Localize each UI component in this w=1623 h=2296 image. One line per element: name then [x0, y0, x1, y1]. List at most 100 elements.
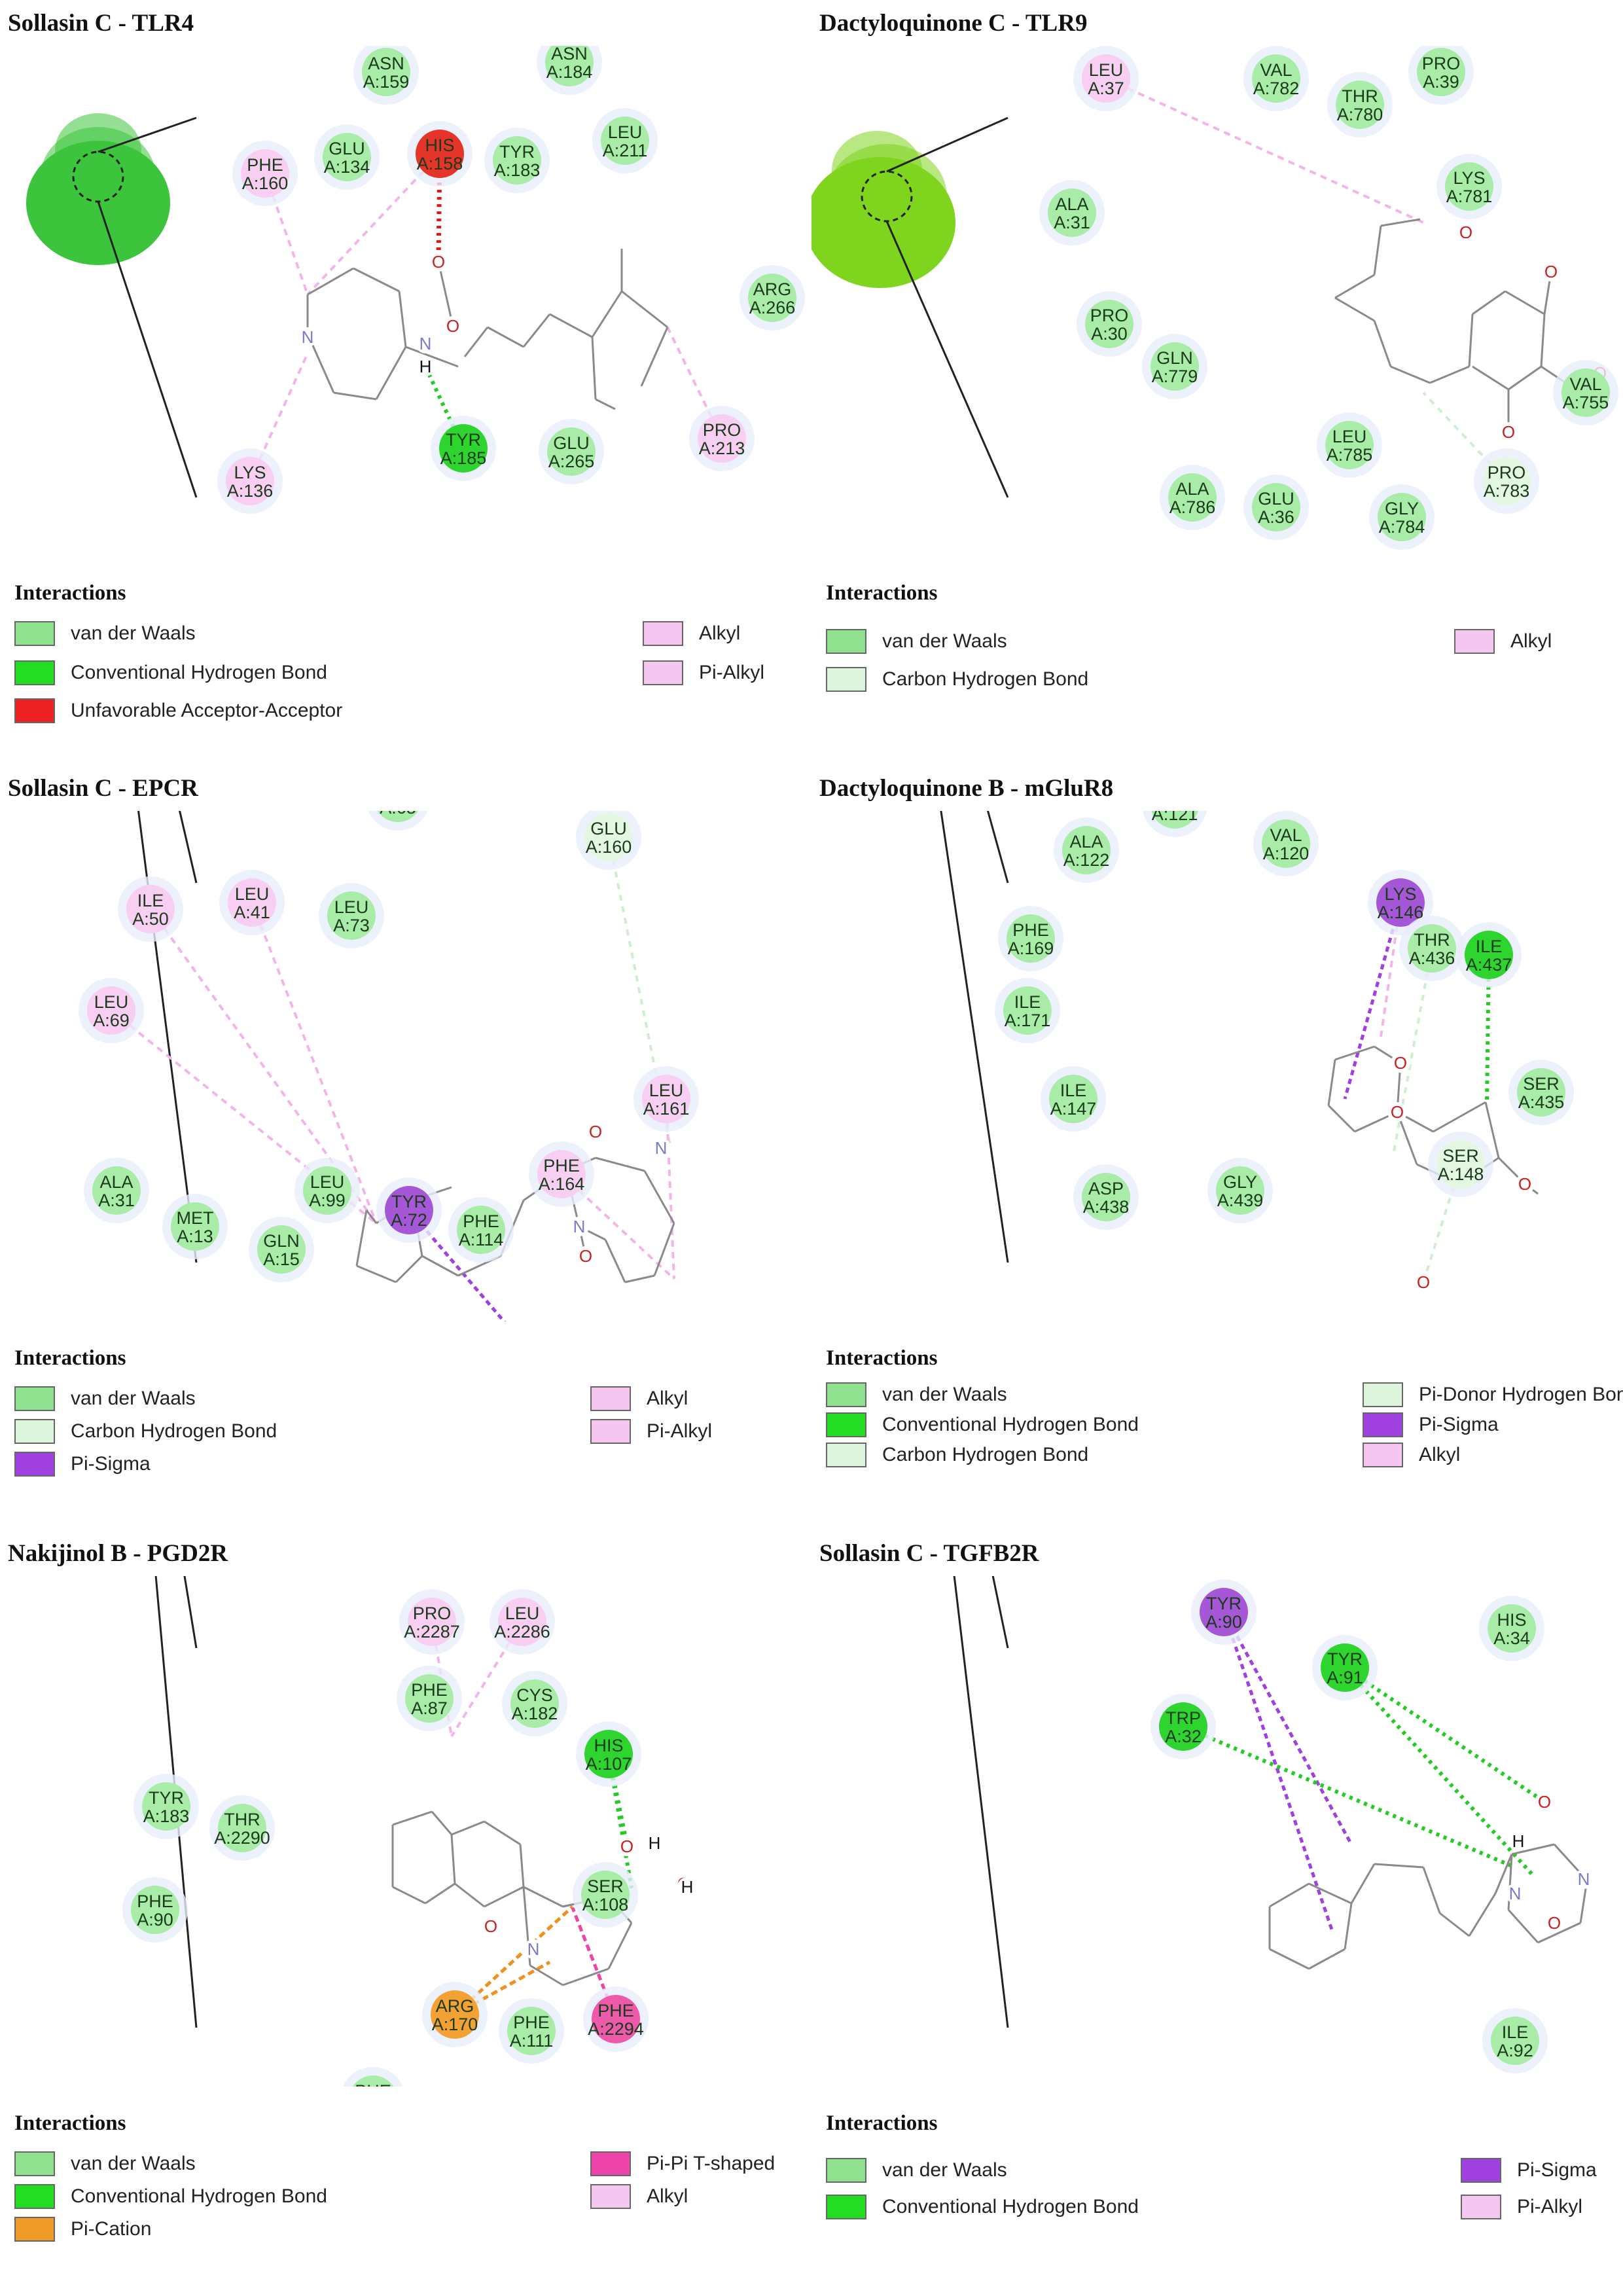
residue-label: A:68 [380, 811, 416, 817]
residue-name: ILE [1502, 2022, 1529, 2042]
atom-label: O [1502, 422, 1515, 442]
legend-item: van der Waals [14, 1384, 196, 1413]
legend-item: Conventional Hydrogen Bond [826, 1410, 1139, 1439]
residue-label: A:90 [1205, 1612, 1242, 1632]
interaction-line [306, 152, 441, 296]
ligand-structure [1268, 1843, 1588, 1970]
legend-label: Pi-Alkyl [1517, 2196, 1583, 2217]
legend-item: Alkyl [1363, 1441, 1460, 1469]
residue-name: LEU [235, 884, 270, 904]
residue-name: GLU [329, 139, 365, 158]
residue-name: ILE [137, 891, 164, 910]
residue-name: THR [1414, 930, 1450, 950]
legend-item: Pi-Alkyl [643, 658, 764, 687]
legend-swatch [14, 621, 55, 646]
legend-swatch [590, 1386, 631, 1411]
residue-name: ARG [753, 279, 792, 299]
legend-swatch [1461, 2195, 1501, 2219]
residue-name: ALA [99, 1172, 133, 1192]
interaction-line [450, 1621, 524, 1738]
residue-name: ASN [368, 54, 404, 73]
residue-name: PHE [597, 2001, 634, 2020]
residue-label: A:73 [333, 916, 370, 935]
atom-label: H [681, 1877, 694, 1897]
interaction-line [1422, 1164, 1462, 1283]
legend-swatch [826, 1382, 866, 1407]
residue-label: A:164 [539, 1174, 585, 1194]
legend-swatch [826, 667, 866, 692]
interaction-line [1343, 1666, 1537, 1879]
residue-label: A:438 [1083, 1197, 1130, 1217]
legend-swatch [643, 660, 683, 685]
residue-name: PHE [411, 1680, 448, 1700]
legend-label: Conventional Hydrogen Bond [71, 2185, 327, 2207]
residue-label: A:161 [643, 1099, 690, 1119]
residue-label: A:169 [1008, 939, 1054, 958]
legend-label: Pi-Sigma [71, 1453, 151, 1475]
legend-swatch [1363, 1443, 1403, 1467]
residue-label: A:148 [1438, 1164, 1484, 1184]
residue-label: A:72 [391, 1210, 427, 1230]
residue-name: GLU [553, 433, 590, 453]
legend-label: Carbon Hydrogen Bond [882, 1444, 1089, 1465]
residue-label: A:2287 [404, 1622, 460, 1641]
residue-label: A:41 [234, 903, 270, 922]
atom-label: O [484, 1916, 497, 1936]
legend-swatch [1363, 1412, 1403, 1437]
residue-label: A:183 [143, 1806, 190, 1826]
residue-label: A:50 [132, 909, 169, 929]
residue-name: HIS [1497, 1610, 1526, 1630]
residue-name: ALA [1055, 194, 1088, 214]
residue-name: VAL [1270, 825, 1302, 845]
legend-swatch [826, 2158, 866, 2183]
residue-name: PRO [413, 1604, 452, 1623]
legend-label: Conventional Hydrogen Bond [882, 2196, 1139, 2217]
residue-name: PHE [513, 2013, 550, 2032]
residue-label: A:160 [242, 173, 289, 193]
residue-name: TYR [1327, 1649, 1363, 1669]
residue-label: A:69 [93, 1011, 130, 1030]
legend-item: Alkyl [643, 619, 740, 648]
legend-title: Interactions [826, 1346, 938, 1370]
residue-name: LEU [649, 1081, 684, 1100]
panel-2: Sollasin C - EPCRONNOGLYA:68GLUA:160ILEA… [0, 765, 812, 1530]
legend-item: van der Waals [826, 2156, 1007, 2185]
legend-label: Conventional Hydrogen Bond [71, 662, 327, 683]
legend-label: van der Waals [882, 2159, 1007, 2181]
residue-name: GLN [263, 1231, 300, 1251]
residue-name: PRO [703, 420, 741, 440]
legend-swatch [14, 1386, 55, 1411]
panel-1: Dactyloquinone C - TLR9OOOOLEUA:37VALA:7… [812, 0, 1623, 765]
legend-label: Pi-Cation [71, 2218, 152, 2240]
residue-label: A:99 [309, 1191, 346, 1210]
residue-label: A:2294 [588, 2019, 644, 2039]
residue-label: A:265 [548, 452, 595, 471]
residue-name: TYR [499, 142, 535, 162]
residue-name: MET [177, 1208, 214, 1228]
residue-label: A:781 [1446, 187, 1493, 206]
residue-label: A:146 [1378, 903, 1424, 922]
residue-label: A:114 [459, 1230, 504, 1249]
